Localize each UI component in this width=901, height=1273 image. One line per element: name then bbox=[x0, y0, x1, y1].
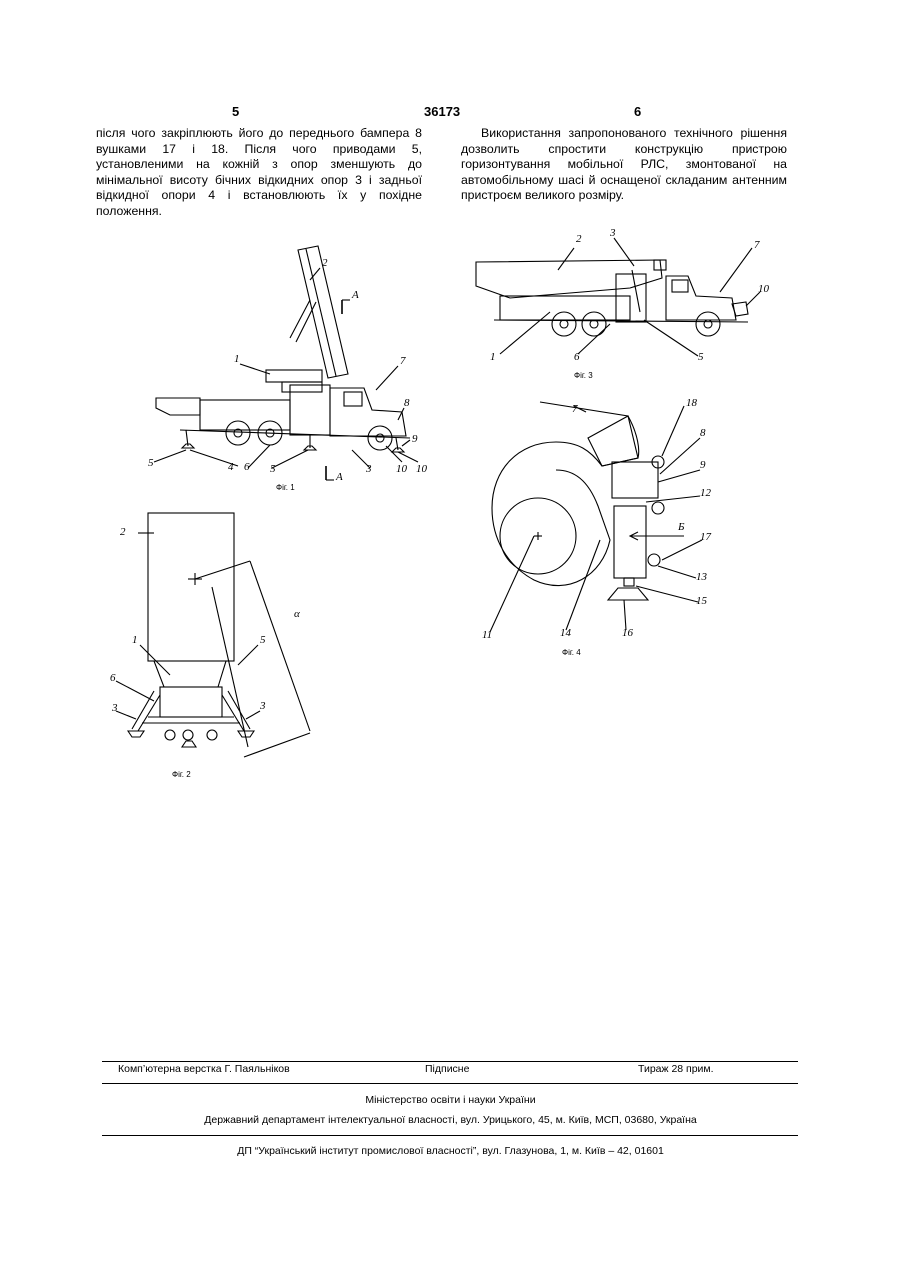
fig2-label-6: 6 bbox=[110, 672, 116, 684]
left-text-column: після чого закріплюють його до передньог… bbox=[96, 126, 422, 219]
fig3-label-3: 3 bbox=[609, 227, 616, 239]
footer-signed: Підписне bbox=[425, 1063, 469, 1075]
fig4-label-9: 9 bbox=[700, 459, 706, 471]
figure-3-drawing: 2 3 7 10 1 6 5 Фіг. 3 bbox=[470, 226, 780, 381]
footer-ministry: Міністерство освіти і науки України bbox=[0, 1094, 901, 1106]
fig1-label-1: 1 bbox=[234, 353, 240, 365]
fig4-label-17: 17 bbox=[700, 531, 712, 543]
fig2-label-3-left: 3 bbox=[111, 702, 118, 714]
figure-1-drawing: 2 A 1 7 8 9 10 10 3 5 6 4 5 A Фіг. 1 bbox=[140, 240, 440, 500]
fig3-label-2: 2 bbox=[576, 233, 582, 245]
fig3-label-1: 1 bbox=[490, 351, 496, 363]
fig1-label-10b: 10 bbox=[416, 463, 428, 475]
fig4-label-16: 16 bbox=[622, 627, 634, 639]
fig1-label-6: 6 bbox=[244, 461, 250, 473]
fig1-label-3: 3 bbox=[365, 463, 372, 475]
fig3-label-5: 5 bbox=[698, 351, 704, 363]
footer-rule-1 bbox=[102, 1061, 798, 1062]
fig3-label-10: 10 bbox=[758, 283, 770, 295]
right-text-column: Використання запропонованого технічного … bbox=[461, 126, 787, 204]
fig4-label-14: 14 bbox=[560, 627, 572, 639]
fig2-label-1: 1 bbox=[132, 634, 138, 646]
footer-rule-2 bbox=[102, 1083, 798, 1084]
fig4-label-12: 12 bbox=[700, 487, 712, 499]
fig3-caption: Фіг. 3 bbox=[574, 371, 593, 380]
left-page-number: 5 bbox=[232, 104, 239, 119]
fig4-label-b: Б bbox=[677, 521, 685, 533]
fig4-label-13: 13 bbox=[696, 571, 708, 583]
footer-typesetting: Комп’ютерна верстка Г. Паяльніков bbox=[118, 1063, 290, 1075]
fig4-label-11: 11 bbox=[482, 629, 492, 641]
left-paragraph: після чого закріплюють його до передньог… bbox=[96, 126, 422, 219]
footer-circulation: Тираж 28 прим. bbox=[638, 1063, 714, 1075]
fig4-label-18: 18 bbox=[686, 397, 698, 409]
footer-institute: ДП “Український інститут промислової вла… bbox=[0, 1145, 901, 1157]
fig2-label-5: 5 bbox=[260, 634, 266, 646]
fig4-label-8: 8 bbox=[700, 427, 706, 439]
fig2-label-alpha: α bbox=[294, 608, 300, 620]
fig2-caption: Фіг. 2 bbox=[172, 770, 191, 779]
fig4-label-7: 7 bbox=[572, 403, 578, 415]
fig3-label-6: 6 bbox=[574, 351, 580, 363]
fig1-label-8: 8 bbox=[404, 397, 410, 409]
fig1-label-4: 4 bbox=[228, 461, 234, 473]
right-page-number: 6 bbox=[634, 104, 641, 119]
footer-rule-3 bbox=[102, 1135, 798, 1136]
fig1-label-5a: 5 bbox=[148, 457, 154, 469]
fig1-label-10a: 10 bbox=[396, 463, 408, 475]
fig2-label-2: 2 bbox=[120, 526, 126, 538]
right-paragraph: Використання запропонованого технічного … bbox=[461, 126, 787, 204]
footer-department: Державний департамент інтелектуальної вл… bbox=[0, 1114, 901, 1126]
fig1-label-5b: 5 bbox=[270, 463, 276, 475]
fig4-label-15: 15 bbox=[696, 595, 708, 607]
fig2-label-3-right: 3 bbox=[259, 700, 266, 712]
fig1-label-a-top: A bbox=[351, 289, 359, 301]
fig4-caption: Фіг. 4 bbox=[562, 648, 581, 657]
fig1-label-7: 7 bbox=[400, 355, 406, 367]
fig1-label-2: 2 bbox=[322, 257, 328, 269]
document-number: 36173 bbox=[424, 104, 460, 119]
figure-4-drawing: 7 18 8 9 12 Б 17 13 15 11 14 16 Фіг. 4 bbox=[478, 390, 738, 660]
fig1-label-a-bottom: A bbox=[335, 471, 343, 483]
fig1-caption: Фіг. 1 bbox=[276, 483, 295, 492]
fig3-label-7: 7 bbox=[754, 239, 760, 251]
fig1-label-9: 9 bbox=[412, 433, 418, 445]
figure-2-drawing: 2 α 5 1 6 3 3 Фіг. 2 bbox=[108, 505, 338, 790]
